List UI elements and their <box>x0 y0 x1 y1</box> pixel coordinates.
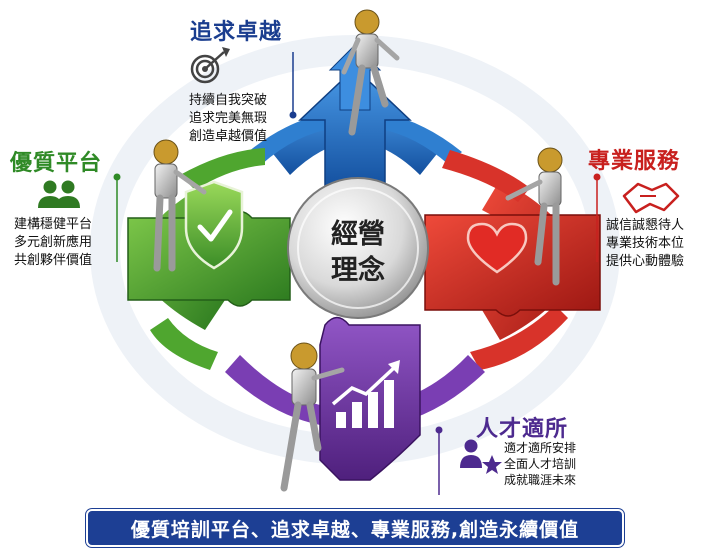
people-icon <box>38 180 80 208</box>
bottom-line: 成就職涯未來 <box>504 473 577 487</box>
left-line: 多元創新應用 <box>14 235 93 250</box>
top-line: 追求完美無瑕 <box>189 111 268 126</box>
left-line: 建構穩健平台 <box>14 217 93 232</box>
text-block-left: 建構穩健平台 多元創新應用 共創夥伴價值 <box>14 216 92 270</box>
center-core: 經營 理念 <box>287 177 429 319</box>
top-line: 持續自我突破 <box>189 93 268 108</box>
right-line: 專業技術本位 <box>606 236 685 251</box>
bottom-line: 適才適所安排 <box>504 441 577 455</box>
person-star-icon <box>460 439 502 474</box>
heart-icon <box>466 222 528 274</box>
right-line: 誠信誠懇待人 <box>606 218 685 233</box>
slogan-text: 優質培訓平台、追求卓越、專業服務,創造永續價值 <box>130 518 580 541</box>
target-arrow-icon <box>190 47 230 84</box>
handshake-icon <box>622 182 680 214</box>
shield-check-icon <box>184 180 244 270</box>
text-block-top: 持續自我突破 追求完美無瑕 創造卓越價值 <box>189 92 267 146</box>
heading-professional-service: 專業服務 <box>588 149 681 174</box>
text-block-bottom: 適才適所安排 全面人才培訓 成就職涯未來 <box>504 440 576 488</box>
heading-right-talent: 人才適所 <box>476 417 569 442</box>
robot-figure-left <box>153 139 207 272</box>
text-block-right: 誠信誠懇待人 專業技術本位 提供心動體驗 <box>606 217 684 271</box>
center-title-line2: 理念 <box>331 254 385 286</box>
growth-chart-icon <box>331 360 400 428</box>
top-line: 創造卓越價值 <box>189 129 268 144</box>
slogan-banner: 優質培訓平台、追求卓越、專業服務,創造永續價值 <box>88 511 622 545</box>
heading-quality-platform: 優質平台 <box>10 151 103 176</box>
robot-figure-bottom <box>280 342 345 492</box>
green-platform-segment <box>127 148 291 370</box>
connector-lines <box>113 52 601 495</box>
left-line: 共創夥伴價值 <box>14 253 93 268</box>
heading-pursue-excellence: 追求卓越 <box>190 20 283 45</box>
red-service-segment <box>424 150 601 370</box>
right-line: 提供心動體驗 <box>606 254 685 269</box>
bottom-line: 全面人才培訓 <box>504 457 577 471</box>
center-title-line1: 經營 <box>331 218 385 250</box>
robot-figure-right <box>505 147 563 286</box>
purple-talent-segment <box>225 316 485 481</box>
robot-figure-top <box>341 9 400 136</box>
